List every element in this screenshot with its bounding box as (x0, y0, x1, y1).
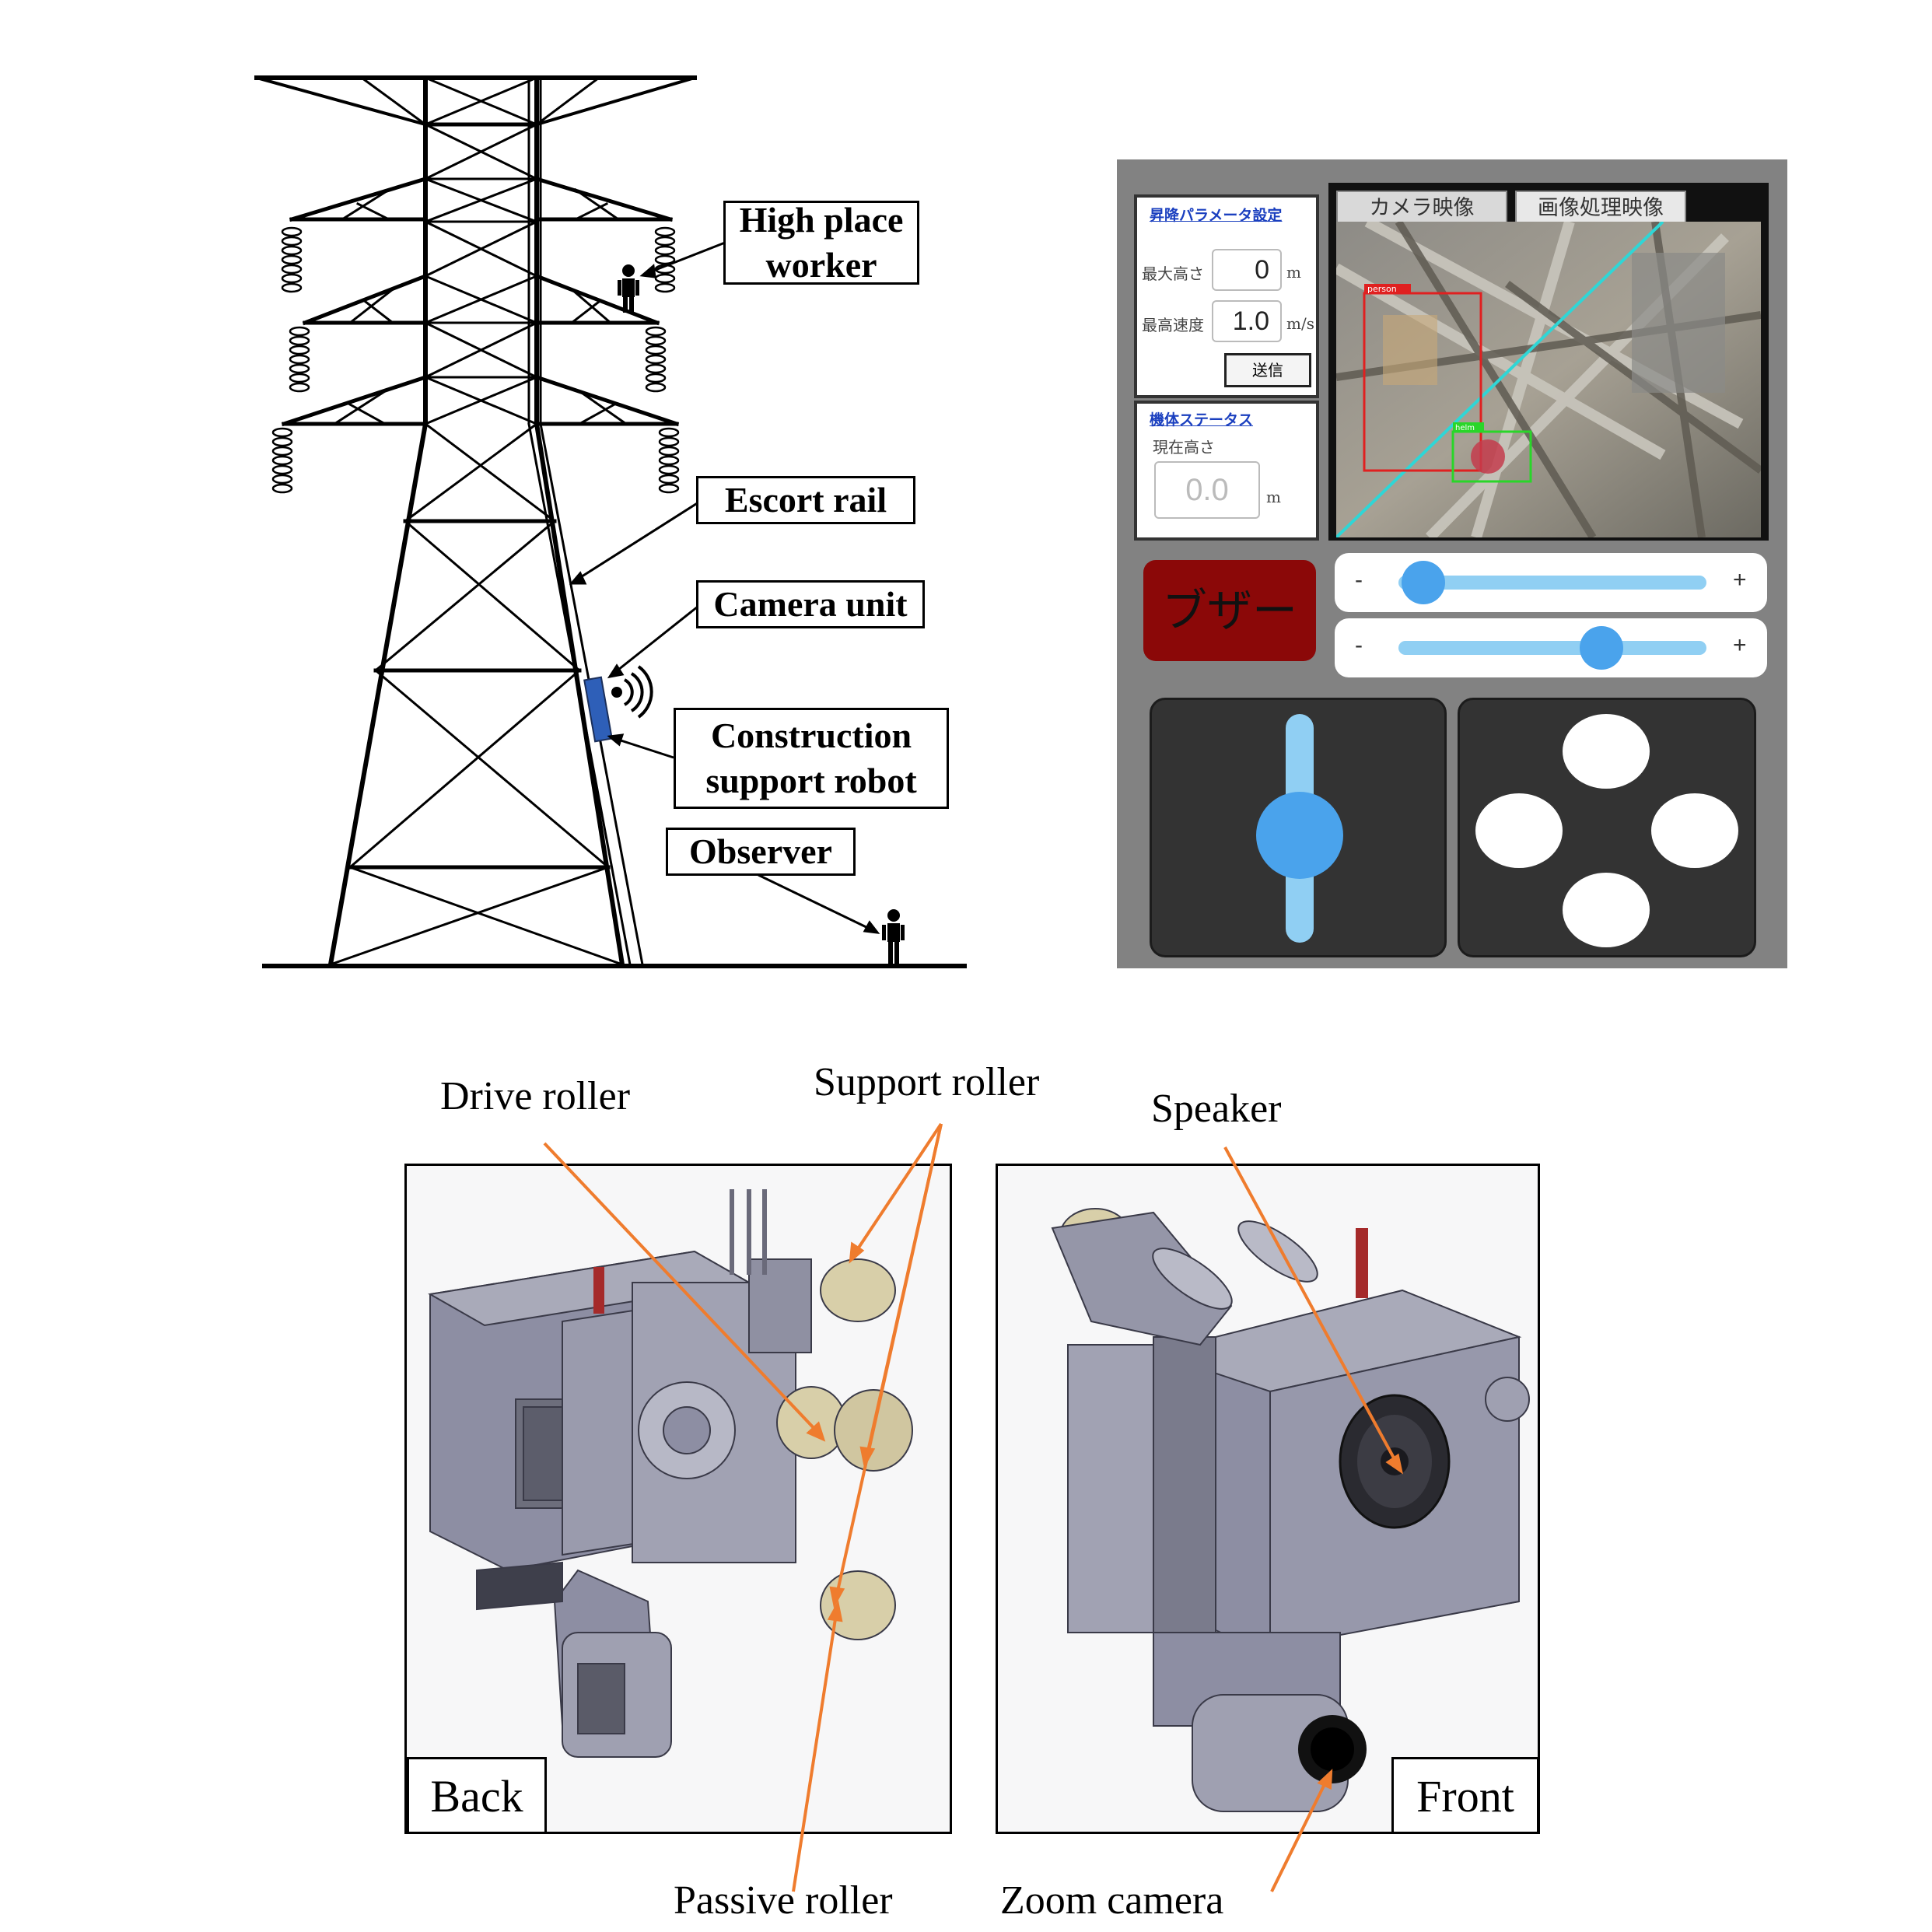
lift-params-title: 昇降パラメータ設定 (1150, 207, 1283, 224)
max-height-input[interactable]: 0 (1212, 249, 1282, 291)
slider-1[interactable]: - + (1335, 553, 1767, 612)
camera-feed-image: person helm (1336, 222, 1761, 537)
current-height-unit: m (1266, 488, 1281, 506)
callout-high-place-worker: High place worker (723, 200, 919, 285)
worker-icon (618, 264, 639, 313)
direction-pad[interactable] (1458, 698, 1756, 957)
wifi-icon (611, 665, 653, 719)
callout-camera-unit: Camera unit (696, 580, 925, 628)
front-view-label: Front (1391, 1757, 1538, 1832)
video-area: カメラ映像 画像処理映像 (1328, 183, 1769, 541)
dpad-left-button[interactable] (1475, 793, 1563, 868)
tab-camera-video[interactable]: カメラ映像 (1336, 191, 1507, 223)
speaker-label: Speaker (1151, 1087, 1282, 1131)
zoom-camera-icon (1298, 1715, 1367, 1783)
dpad-up-button[interactable] (1563, 714, 1650, 789)
buzzer-button[interactable]: ブザー (1143, 560, 1316, 661)
helmet-detection-tag: helm (1455, 424, 1475, 432)
robot-front-render (1051, 1208, 1530, 1812)
slider-2-knob[interactable] (1580, 626, 1624, 670)
max-speed-unit: m/s (1286, 314, 1314, 333)
dpad-right-button[interactable] (1651, 793, 1738, 868)
slider-2-minus[interactable]: - (1355, 632, 1363, 658)
person-detection-tag: person (1367, 284, 1397, 294)
current-height-field: 0.0 (1154, 461, 1260, 519)
insulator (281, 226, 303, 293)
lift-params-panel: 昇降パラメータ設定 最大高さ 0 m 最高速度 1.0 m/s 送信 (1134, 194, 1319, 398)
dpad-down-button[interactable] (1563, 873, 1650, 947)
passive-roller-label: Passive roller (674, 1878, 893, 1923)
support-roller-label: Support roller (814, 1060, 1040, 1104)
tab-processed-video[interactable]: 画像処理映像 (1515, 191, 1686, 223)
max-speed-input[interactable]: 1.0 (1212, 300, 1282, 342)
slider-2-track[interactable] (1398, 641, 1706, 655)
observer-icon (882, 909, 905, 964)
vertical-joystick-knob[interactable] (1256, 792, 1343, 879)
max-height-unit: m (1286, 263, 1301, 282)
current-height-label: 現在高さ (1153, 438, 1215, 457)
max-speed-label: 最高速度 (1142, 316, 1204, 334)
callout-observer: Observer (666, 828, 856, 876)
slider-1-knob[interactable] (1401, 561, 1445, 604)
transmission-tower-diagram (254, 75, 967, 968)
slider-2-plus[interactable]: + (1733, 632, 1747, 658)
robot-back-render (428, 1189, 913, 1758)
slider-2[interactable]: - + (1335, 618, 1767, 677)
send-button[interactable]: 送信 (1224, 353, 1311, 387)
callout-escort-rail: Escort rail (696, 476, 915, 524)
robot-back-view: Back (404, 1164, 952, 1834)
robot-front-view: Front (996, 1164, 1540, 1834)
robot-status-panel: 機体ステータス 現在高さ 0.0 m (1134, 401, 1319, 541)
part-leader-arrows (543, 1122, 1403, 1892)
callout-construction-support-robot: Construction support robot (674, 708, 949, 809)
robot-unit (583, 676, 613, 743)
slider-1-minus[interactable]: - (1355, 567, 1363, 593)
drive-roller-label: Drive roller (440, 1074, 631, 1118)
max-height-label: 最大高さ (1142, 264, 1204, 283)
back-view-label: Back (407, 1757, 547, 1832)
vertical-joystick-pad[interactable] (1150, 698, 1447, 957)
slider-1-plus[interactable]: + (1733, 567, 1747, 593)
robot-control-app: 昇降パラメータ設定 最大高さ 0 m 最高速度 1.0 m/s 送信 機体ステー… (1117, 159, 1787, 968)
zoom-camera-label: Zoom camera (1000, 1878, 1224, 1923)
robot-status-title: 機体ステータス (1150, 411, 1254, 429)
slider-1-track[interactable] (1398, 576, 1706, 590)
